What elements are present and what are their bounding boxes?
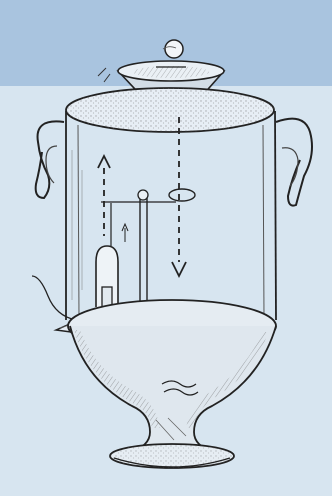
down-arrow-icon xyxy=(172,262,186,276)
cylinder-lid xyxy=(66,88,274,132)
left-handle xyxy=(36,121,64,198)
sketch-marks xyxy=(98,68,110,82)
base xyxy=(110,444,234,468)
float-ball-icon xyxy=(165,40,183,58)
right-handle xyxy=(276,119,312,206)
basin xyxy=(68,300,276,452)
funnel-water xyxy=(133,66,209,78)
up-arrow-icon xyxy=(98,156,110,168)
float-disc xyxy=(169,189,195,201)
